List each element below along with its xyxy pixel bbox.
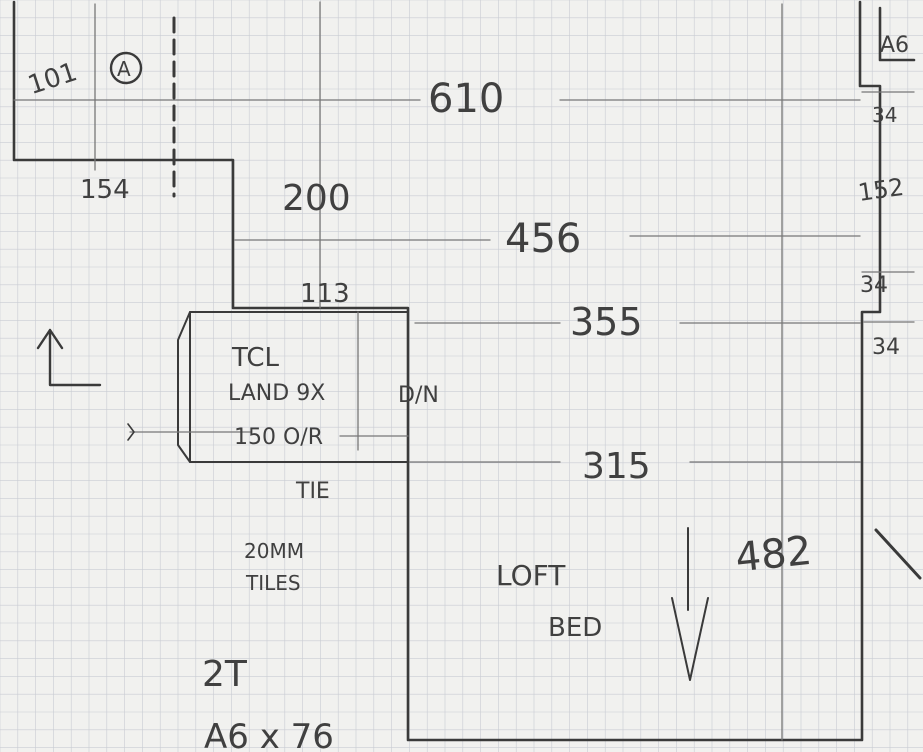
dn-label: D/N [398, 383, 439, 408]
section-marker-circle [109, 51, 143, 85]
bed-label: BED [548, 613, 602, 643]
landing-box-edge [177, 311, 191, 463]
room-outline [12, 0, 882, 742]
dimension-113: 113 [300, 279, 350, 309]
landing-9x-label: LAND 9X [228, 381, 325, 406]
notch-corner [878, 6, 916, 62]
tiles-size-label: 20MM [244, 539, 304, 563]
landing-arrow-tick [127, 423, 135, 441]
dimension-315: 315 [582, 446, 651, 487]
dimension-101: 101 [24, 57, 80, 101]
dimension-34-top: 34 [872, 103, 897, 127]
tiles-label: TILES [245, 571, 301, 595]
dimension-150-or: 150 O/R [234, 425, 323, 450]
dimension-a6x76: A6 x 76 [204, 717, 334, 752]
tcl-label: TCL [231, 343, 280, 373]
section-marker-label: A [117, 57, 131, 81]
landing-box [189, 311, 409, 463]
dimension-152: 152 [856, 173, 905, 207]
dimension-355: 355 [570, 300, 643, 344]
dimension-2t: 2T [202, 654, 248, 695]
north-arrow-icon [36, 328, 102, 387]
dimension-456: 456 [505, 216, 581, 262]
dimension-34-bot: 34 [872, 335, 900, 360]
tie-label: TIE [295, 479, 330, 504]
edge-stroke [874, 528, 922, 580]
dimension-34-mid: 34 [860, 273, 888, 298]
dimension-200: 200 [282, 178, 351, 219]
dimension-610: 610 [428, 76, 504, 122]
dimension-a6-top: A6 [880, 33, 909, 58]
dimension-154: 154 [80, 175, 130, 205]
down-arrow-icon [671, 527, 709, 681]
loft-label: LOFT [496, 559, 566, 592]
dimension-482: 482 [733, 528, 814, 582]
